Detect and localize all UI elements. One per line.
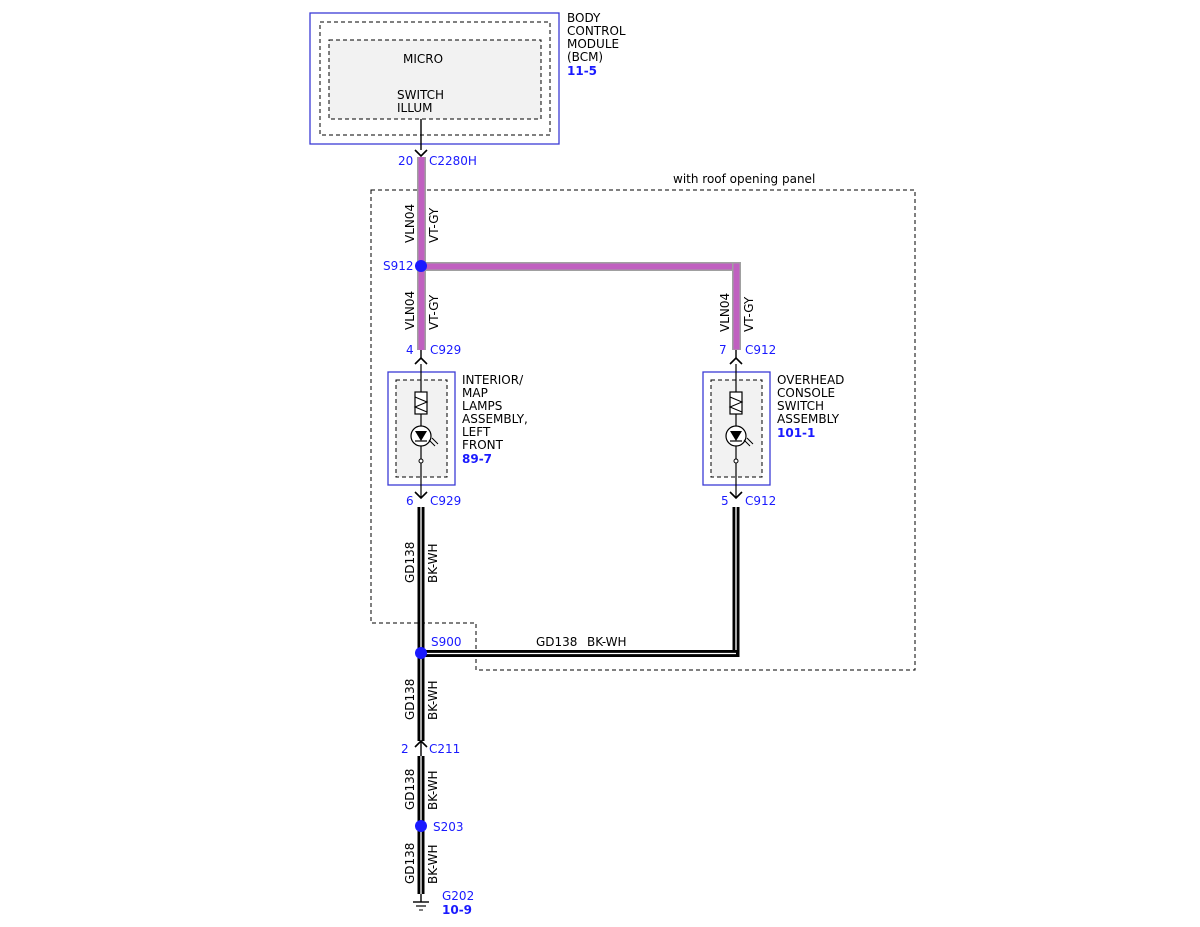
bcm-name-line-4: (BCM) — [567, 50, 603, 64]
gd138-color-label-horizontal: BK-WH — [587, 635, 627, 649]
c929-bot-name: C929 — [430, 494, 461, 508]
roof-panel-label: with roof opening panel — [673, 172, 815, 186]
c2280h-arrow-icon — [414, 149, 428, 158]
bcm-micro-box — [328, 39, 542, 120]
interior-lamp-name-1: INTERIOR/ — [462, 373, 524, 387]
vln04-wire-horizontal — [421, 263, 739, 270]
overhead-console-name-4: ASSEMBLY — [777, 412, 840, 426]
overhead-console-name-2: CONSOLE — [777, 386, 835, 400]
vln04-color-label-mid: VT-GY — [427, 294, 441, 330]
s912-label: S912 — [383, 259, 414, 273]
overhead-console-name-3: SWITCH — [777, 399, 824, 413]
interior-lamp-name-4: ASSEMBLY, — [462, 412, 528, 426]
c912-bot-pin: 5 — [721, 494, 729, 508]
gd138-color-label-2: BK-WH — [426, 680, 440, 720]
g202-ref-link[interactable]: 10-9 — [442, 903, 472, 917]
vln04-color-label-top: VT-GY — [427, 207, 441, 243]
gd138-color-label-3: BK-WH — [426, 770, 440, 810]
s912-splice-dot[interactable] — [415, 260, 427, 272]
c929-top-pin: 4 — [406, 343, 414, 357]
interior-lamp-name-6: FRONT — [462, 438, 504, 452]
bcm-dashed-box — [319, 21, 551, 136]
overhead-console-light-rays-icon — [743, 437, 754, 447]
c912-top-name: C912 — [745, 343, 776, 357]
c912-top-arrow-icon — [729, 356, 743, 365]
interior-lamp-led-triangle — [415, 431, 427, 441]
c929-bot-arrow-icon — [414, 491, 428, 500]
g202-label: G202 — [442, 889, 474, 903]
c929-top-arrow-icon — [414, 356, 428, 365]
interior-lamp-name-3: LAMPS — [462, 399, 502, 413]
bcm-micro-label: MICRO — [403, 52, 443, 66]
s900-splice-dot[interactable] — [415, 647, 427, 659]
interior-lamp-name-5: LEFT — [462, 425, 491, 439]
interior-lamp-name-2: MAP — [462, 386, 488, 400]
c929-top-name: C929 — [430, 343, 461, 357]
s900-label: S900 — [431, 635, 462, 649]
ground-icon — [413, 894, 429, 911]
overhead-console-component: 7 C912 OVERHEAD CONSOLE SWITCH ASSEMBLY … — [702, 343, 844, 508]
c912-bot-arrow-icon — [729, 491, 743, 500]
overhead-console-node — [733, 458, 739, 464]
overhead-console-switch-zigzag — [728, 396, 744, 413]
c912-bot-name: C912 — [745, 494, 776, 508]
c2280h-pin: 20 — [398, 154, 413, 168]
gd138-circuit-label-2: GD138 — [403, 679, 417, 720]
overhead-console-ref-link[interactable]: 101-1 — [777, 426, 815, 440]
vln04-wire-mid — [418, 266, 425, 350]
interior-lamp-node — [418, 458, 424, 464]
c211-name: C211 — [429, 742, 460, 756]
c912-top-pin: 7 — [719, 343, 727, 357]
vln04-color-label-right: VT-GY — [742, 296, 756, 332]
interior-lamp-ref-link[interactable]: 89-7 — [462, 452, 492, 466]
bcm-illum-label: ILLUM — [397, 101, 432, 115]
bcm-name-line-3: MODULE — [567, 37, 619, 51]
vln04-circuit-label-mid: VLN04 — [403, 291, 417, 330]
bcm-name-line-2: CONTROL — [567, 24, 626, 38]
gd138-circuit-label-4: GD138 — [403, 843, 417, 884]
bcm-ref-link[interactable]: 11-5 — [567, 64, 597, 78]
gd138-wire-group — [417, 507, 740, 894]
overhead-console-led-triangle — [730, 431, 742, 441]
c211-pin: 2 — [401, 742, 409, 756]
bcm-outer-box — [309, 12, 560, 145]
vln04-wire-top — [418, 157, 425, 266]
c929-bot-pin: 6 — [406, 494, 414, 508]
s203-label: S203 — [433, 820, 464, 834]
interior-lamp-light-rays-icon — [428, 437, 439, 447]
interior-lamp-switch-zigzag — [413, 396, 429, 413]
bcm-module: MICRO SWITCH ILLUM BODY CONTROL MODULE (… — [309, 11, 626, 145]
interior-lamp-component: 4 C929 INTERIOR/ MAP LAMPS ASSEMBLY, LEF… — [387, 343, 528, 508]
bcm-switch-label: SWITCH — [397, 88, 444, 102]
gd138-circuit-label-1: GD138 — [403, 542, 417, 583]
s203-splice-dot[interactable] — [415, 820, 427, 832]
c2280h-name: C2280H — [429, 154, 477, 168]
vln04-circuit-label-top: VLN04 — [403, 204, 417, 243]
gd138-circuit-label-horizontal: GD138 — [536, 635, 577, 649]
gd138-color-label-4: BK-WH — [426, 844, 440, 884]
overhead-console-name-1: OVERHEAD — [777, 373, 844, 387]
vln04-wire-group — [417, 157, 741, 350]
bcm-name-line-1: BODY — [567, 11, 601, 25]
gd138-circuit-label-3: GD138 — [403, 769, 417, 810]
roof-panel-region — [370, 189, 916, 671]
gd138-color-label-1: BK-WH — [426, 543, 440, 583]
vln04-wire-right — [733, 263, 740, 350]
vln04-circuit-label-right: VLN04 — [718, 293, 732, 332]
